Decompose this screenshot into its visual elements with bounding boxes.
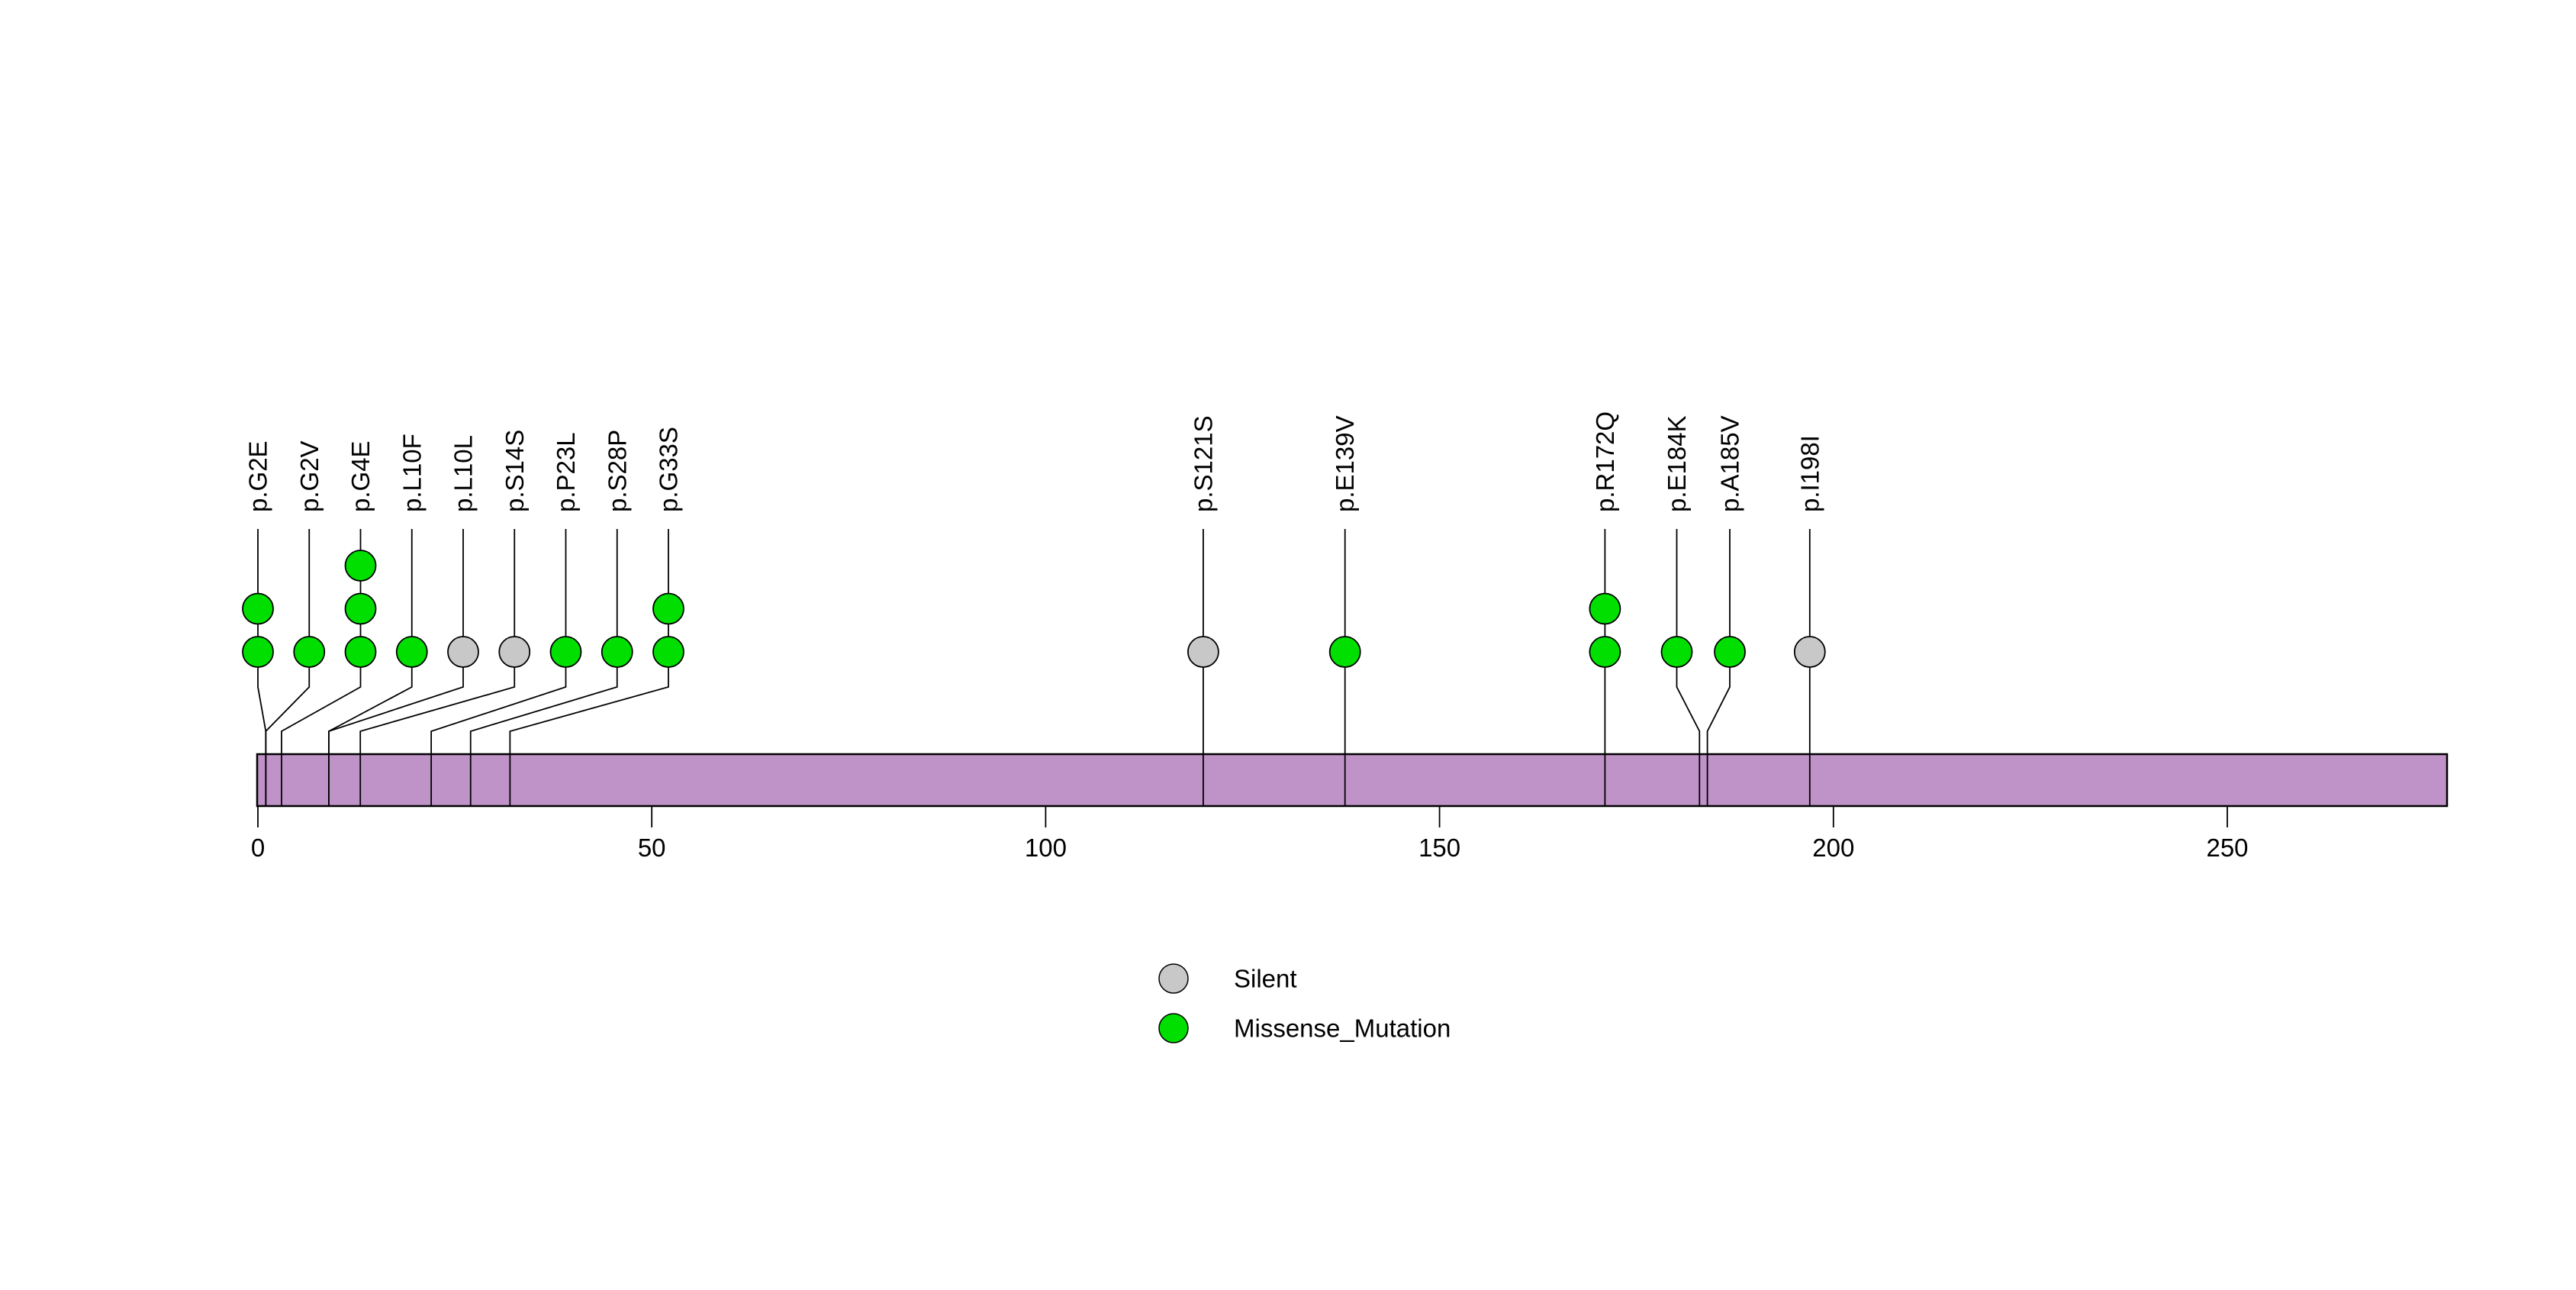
mutation-circle <box>652 636 684 668</box>
mutation-circle <box>1187 636 1219 668</box>
mutation-circle <box>652 592 684 625</box>
mutation-stem <box>1676 529 1701 806</box>
mutation-circle <box>344 550 377 582</box>
mutation-stem <box>328 529 464 806</box>
legend-label: Silent <box>1234 965 1297 993</box>
axis-tick-label: 0 <box>251 834 265 862</box>
mutation-stem <box>430 529 567 806</box>
mutation-circle <box>293 636 326 668</box>
mutation-label: p.R172Q <box>1591 411 1619 512</box>
mutation-label: p.E184K <box>1663 415 1691 512</box>
axis-tick-label: 150 <box>1418 834 1460 862</box>
mutation-stem <box>469 529 618 806</box>
mutation-label: p.S14S <box>501 430 529 512</box>
mutation-label: p.G33S <box>655 427 683 512</box>
legend-swatch <box>1158 1013 1189 1043</box>
mutation-label: p.L10F <box>398 434 426 512</box>
mutation-circle <box>447 636 479 668</box>
mutation-label: p.G4E <box>346 440 375 512</box>
mutation-circle <box>395 636 428 668</box>
legend-label: Missense_Mutation <box>1234 1014 1451 1043</box>
mutation-label: p.L10L <box>449 435 478 512</box>
mutation-circle <box>1589 636 1621 668</box>
mutation-circle <box>242 636 274 668</box>
x-axis-layer: 0 50 100 150 200 250 <box>251 806 2249 862</box>
axis-tick-label: 50 <box>638 834 666 862</box>
axis-tick-label: 200 <box>1812 834 1854 862</box>
mutation-stems-layer <box>257 529 1811 806</box>
mutation-circle <box>1793 636 1826 668</box>
protein-bar <box>256 753 2449 808</box>
mutation-label: p.G2E <box>244 440 272 512</box>
mutation-stem <box>359 529 516 806</box>
mutation-label: p.I198I <box>1795 435 1824 512</box>
mutation-label: p.G2V <box>295 440 324 512</box>
axis-tick-label: 100 <box>1025 834 1067 862</box>
mutation-label: p.P23L <box>552 432 580 512</box>
mutation-stem <box>265 529 311 806</box>
mutation-circle <box>498 636 531 668</box>
protein-bar-layer <box>256 753 2449 808</box>
mutation-circle <box>242 592 274 625</box>
mutation-circle <box>344 636 377 668</box>
legend-swatch <box>1158 963 1189 994</box>
mutation-circle <box>601 636 633 668</box>
axis-tick-label: 250 <box>2206 834 2248 862</box>
mutation-circle <box>549 636 582 668</box>
mutation-label: p.E139V <box>1331 415 1359 512</box>
mutation-stem <box>1706 529 1731 806</box>
mutation-label: p.S28P <box>603 430 631 512</box>
mutation-circles-layer <box>242 550 1826 668</box>
mutation-labels-layer: p.G2E p.G2V p.G4E p.L10F p.L10L p.S14S p.P23L p… <box>244 411 1824 512</box>
mutation-circle <box>1589 592 1621 625</box>
mutation-label: p.A185V <box>1716 415 1744 512</box>
mutation-circle <box>1660 636 1693 668</box>
mutation-circle <box>1714 636 1746 668</box>
mutation-circle <box>344 592 377 625</box>
mutation-circle <box>1328 636 1361 668</box>
mutation-label: p.S121S <box>1189 415 1217 512</box>
